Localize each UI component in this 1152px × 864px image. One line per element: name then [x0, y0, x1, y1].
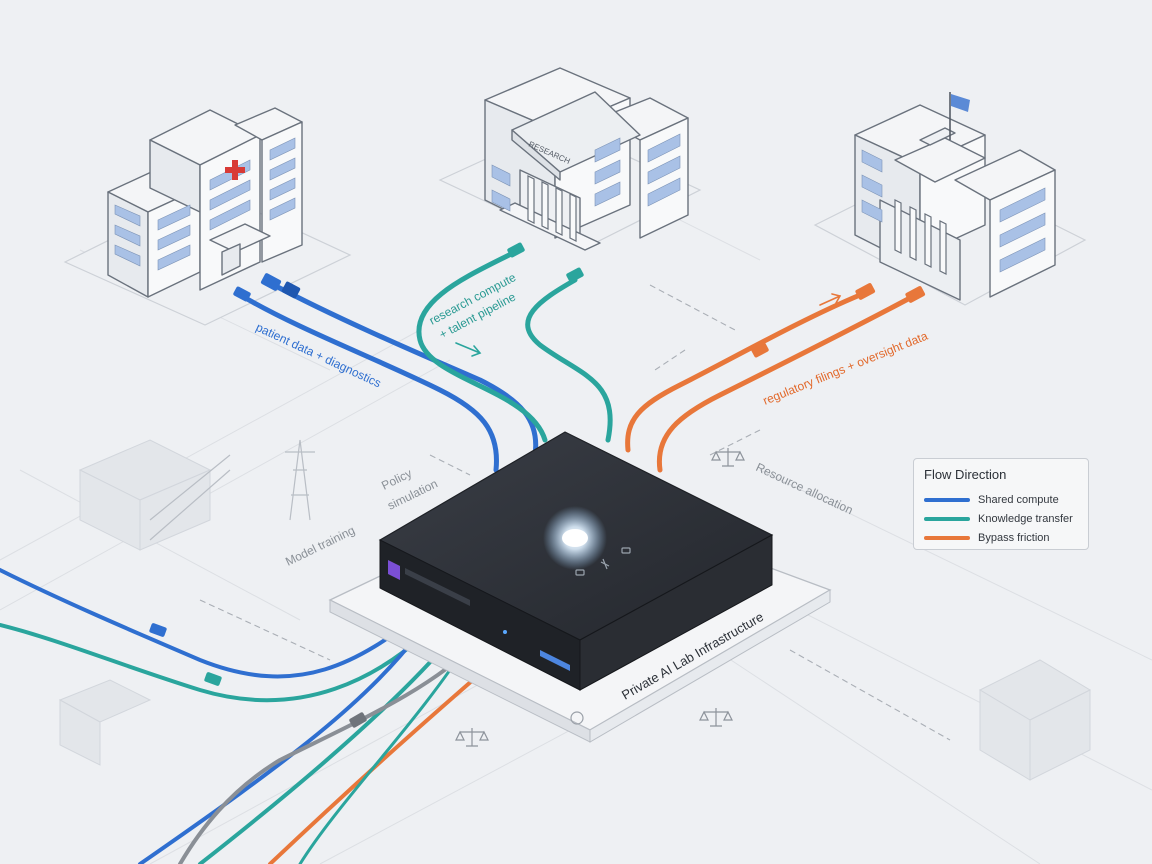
cable-front-blue-2	[138, 623, 427, 864]
legend-label: Knowledge transfer	[978, 512, 1073, 525]
hospital-windows	[114, 137, 296, 271]
background-buildings	[58, 439, 1092, 781]
cable-hospital-1	[239, 293, 499, 473]
cable-connectors	[233, 242, 926, 358]
cable-university-1	[416, 249, 548, 443]
scale-icon	[455, 728, 489, 747]
cable-front-blue-1	[0, 568, 422, 679]
cable-front-gray	[178, 638, 482, 864]
flow-direction-legend: Flow Direction Shared compute Knowledge …	[913, 458, 1089, 550]
legend-swatch-orange	[924, 535, 970, 540]
cable-government-2	[656, 295, 913, 473]
university-windows	[491, 133, 681, 212]
flow-arrow-icons	[455, 293, 842, 357]
cable-front-teal-1	[0, 618, 442, 703]
government-windows	[861, 149, 1046, 273]
resource-allocation-label: Resource allocation	[754, 460, 855, 517]
device-status-icons	[575, 547, 631, 576]
cable-government-1	[625, 292, 863, 453]
legend-item-knowledge-transfer: Knowledge transfer	[924, 509, 1078, 528]
cable-hospital-2	[269, 281, 539, 458]
legend-label: Shared compute	[978, 493, 1059, 506]
flow-cables-top	[239, 249, 913, 473]
model-training-label: Model training	[283, 523, 357, 569]
scale-icon	[699, 708, 733, 727]
scale-icon	[711, 448, 745, 467]
university-columns	[527, 175, 577, 242]
legend-title: Flow Direction	[924, 467, 1007, 482]
annotation-guides	[199, 284, 951, 741]
legend-label: Bypass friction	[978, 531, 1050, 544]
government-columns	[894, 199, 947, 275]
power-pylon-icon	[149, 439, 315, 541]
legend-item-bypass-friction: Bypass friction	[924, 528, 1078, 547]
cable-front-teal-2	[198, 626, 462, 864]
legend-swatch-blue	[924, 497, 970, 502]
flag-icon	[949, 92, 970, 140]
legend-swatch-teal	[924, 516, 970, 521]
legend-item-shared-compute: Shared compute	[924, 490, 1078, 509]
university-building	[484, 67, 689, 251]
hospital-cross-icon	[225, 160, 245, 180]
cable-front-orange	[268, 650, 507, 864]
government-flow-label: regulatory filings + oversight data	[761, 329, 930, 408]
status-light-glow	[543, 506, 607, 570]
cable-university-2	[525, 277, 613, 443]
